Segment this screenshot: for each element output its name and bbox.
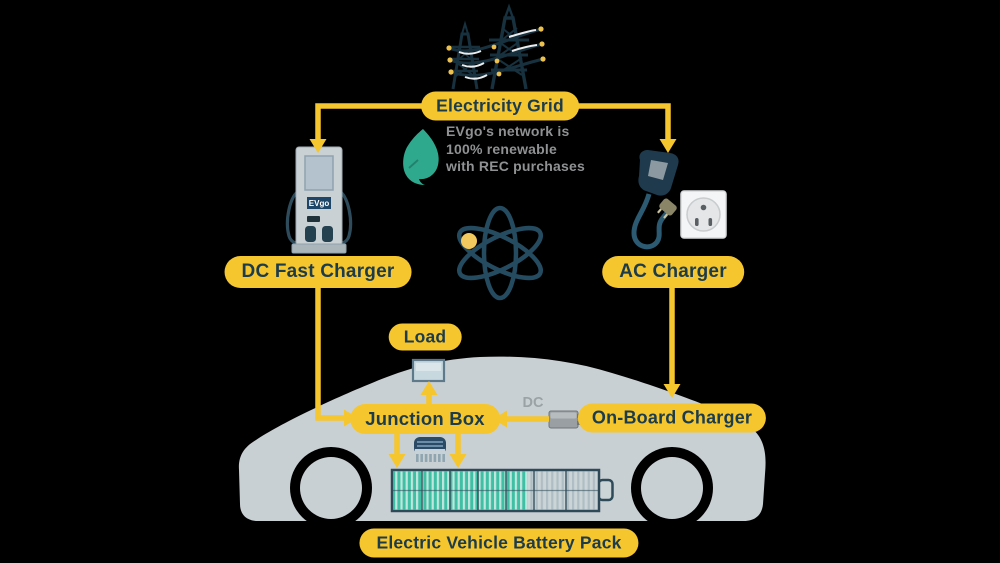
battery-pack-label: Electric Vehicle Battery Pack (359, 528, 639, 558)
dc-current-label: DC (522, 395, 544, 411)
power-line-highlights (458, 29, 538, 80)
evgo-logo (307, 197, 331, 209)
renewable-note-line-3: with REC purchases (446, 158, 585, 174)
ac-charging-plug-icon (631, 150, 679, 250)
station-handle-right (322, 226, 333, 242)
dc-converter-icon (548, 410, 581, 429)
station-screen (304, 155, 334, 191)
small-tower-peak (461, 20, 469, 35)
wall-outlet-icon (680, 190, 727, 239)
on-board-charger-label: On-Board Charger (577, 403, 767, 433)
dc-fast-charger-label: DC Fast Charger (224, 256, 412, 288)
battery-terminal (597, 478, 614, 502)
renewable-note-line-1: EVgo's network is (446, 123, 570, 139)
cable-plug (657, 198, 677, 219)
outlet-slot-right (708, 218, 713, 226)
junction-box-label: Junction Box (350, 404, 500, 434)
large-tower-bracing (495, 27, 523, 76)
load-device-icon (411, 358, 446, 383)
electricity-grid-label: Electricity Grid (421, 91, 579, 121)
battery-pack-icon (390, 468, 614, 513)
outlet-slot-left (695, 218, 699, 226)
ev-charging-station-icon: EVgo (285, 146, 353, 254)
evgo-logo-text: EVgo (309, 199, 330, 208)
ac-charger-label: AC Charger (602, 256, 744, 288)
small-tower-bracing (455, 47, 475, 77)
rear-wheel-hub (641, 457, 703, 519)
large-tower-peak (503, 3, 515, 19)
small-tower-crossarms (450, 45, 480, 73)
transmission-towers-icon (446, 3, 546, 90)
load-label: Load (388, 323, 462, 351)
renewable-note-line-2: 100% renewable (446, 140, 557, 157)
station-handle-left (305, 226, 316, 242)
battery-connector-icon (414, 437, 446, 462)
leaf-icon (403, 129, 439, 185)
outlet-ground-hole (700, 204, 707, 211)
arrow-dc-charger-to-junction-box (315, 282, 358, 427)
renewable-note: EVgo's network is 100% renewable with RE… (446, 123, 585, 176)
connector-pins (416, 454, 445, 462)
insulator-dots (446, 26, 546, 77)
charging-gun-hole (648, 160, 668, 180)
atom-icon (457, 205, 543, 301)
electron-dot (461, 233, 477, 249)
electric-car-icon (238, 356, 766, 529)
station-base (291, 243, 347, 254)
power-lines (448, 27, 544, 77)
station-card-slot (307, 216, 320, 222)
front-wheel-hub (300, 457, 362, 519)
battery-cell-dividers (421, 471, 567, 510)
